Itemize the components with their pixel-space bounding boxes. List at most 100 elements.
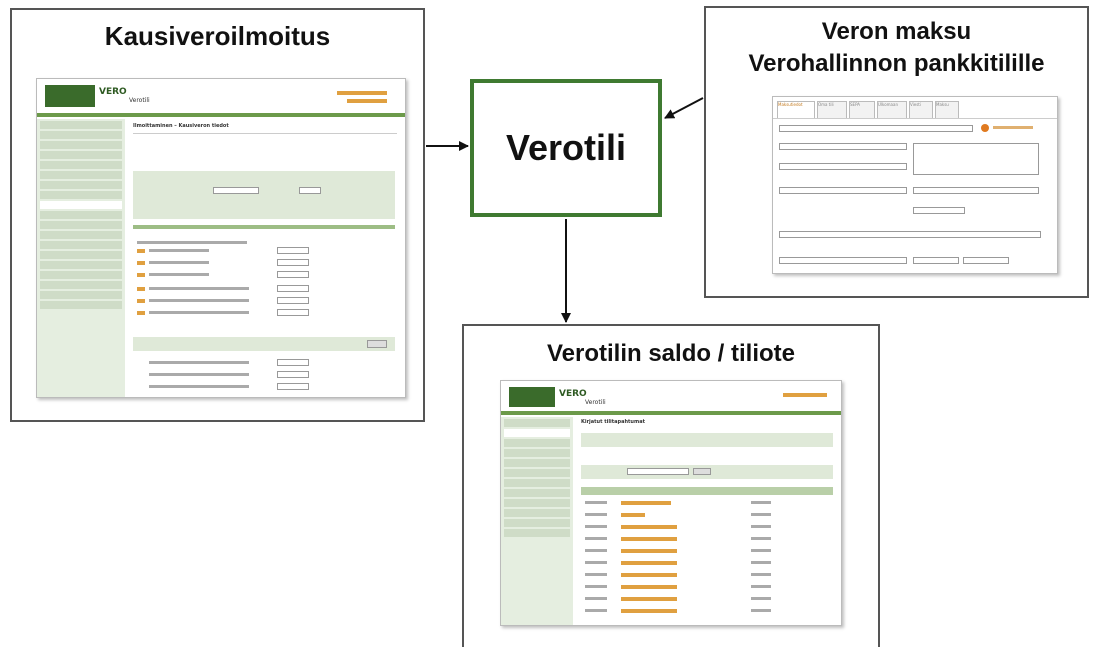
- amount-text: [751, 549, 771, 552]
- app-name: Verotili: [585, 399, 606, 406]
- transaction-link[interactable]: [621, 549, 677, 553]
- code-link: [137, 273, 145, 277]
- panel-kausiveroilmoitus: Kausiveroilmoitus VERO Verotili Ilmoitta…: [10, 8, 425, 422]
- add-link[interactable]: [993, 126, 1033, 129]
- logout-link: [347, 99, 387, 103]
- balance-box: [581, 433, 833, 447]
- calculate-button[interactable]: [367, 340, 387, 348]
- amount-text: [751, 525, 771, 528]
- transaction-link[interactable]: [621, 573, 677, 577]
- period-selector-box: [133, 171, 395, 219]
- date-text: [585, 561, 607, 564]
- amount-text: [751, 537, 771, 540]
- vero-logo-text: VERO: [559, 389, 587, 399]
- recipient-field[interactable]: [779, 143, 907, 150]
- text-line: [149, 373, 249, 376]
- text-line: [149, 249, 209, 252]
- date-text: [585, 501, 607, 504]
- message-area[interactable]: [913, 143, 1039, 175]
- account-field[interactable]: [779, 163, 907, 170]
- account-select[interactable]: [779, 125, 973, 132]
- panel-verotilin-saldo: Verotilin saldo / tiliote VERO Verotili …: [462, 324, 880, 647]
- transaction-link[interactable]: [621, 525, 677, 529]
- tab-sepa[interactable]: SEPA: [849, 101, 875, 119]
- amount-field[interactable]: [779, 257, 907, 264]
- archive-select[interactable]: [779, 231, 1041, 238]
- repeat-field[interactable]: [963, 257, 1009, 264]
- amount-text: [751, 609, 771, 612]
- panel-title-line2: Verohallinnon pankkitilille: [748, 50, 1045, 77]
- add-icon[interactable]: [981, 124, 989, 132]
- amount-field-3[interactable]: [277, 271, 309, 278]
- code-link: [137, 311, 145, 315]
- transaction-link[interactable]: [621, 597, 677, 601]
- tab-ulkomaan[interactable]: Ulkomaan: [877, 101, 907, 119]
- arrow-veron-maksu-to-verotili: [664, 97, 704, 119]
- amount-text: [751, 561, 771, 564]
- date-field[interactable]: [913, 207, 965, 214]
- divider: [133, 133, 397, 134]
- vero-logo: [509, 387, 555, 407]
- panel-title-line1: Veron maksu: [821, 18, 972, 45]
- period-select[interactable]: [627, 468, 689, 475]
- text-line: [149, 287, 249, 290]
- amount-text: [751, 513, 771, 516]
- tab-maksu[interactable]: Maksu: [935, 101, 959, 119]
- amount-field-1[interactable]: [277, 247, 309, 254]
- amount-text: [751, 573, 771, 576]
- year-field[interactable]: [299, 187, 321, 194]
- code-link: [137, 299, 145, 303]
- tab-oma-tili[interactable]: Oma tili: [817, 101, 847, 119]
- transaction-link[interactable]: [621, 561, 677, 565]
- select-field[interactable]: [213, 187, 259, 194]
- amount-text: [751, 501, 771, 504]
- date-text: [585, 597, 607, 600]
- panel-veron-maksu: Veron maksu Verohallinnon pankkitilille …: [704, 6, 1089, 298]
- text-line: [149, 311, 249, 314]
- text-line: [137, 241, 247, 244]
- header-bar: [37, 113, 405, 117]
- header-bar: [501, 411, 841, 415]
- date-text: [585, 549, 607, 552]
- amount-field-9[interactable]: [277, 383, 309, 390]
- transaction-link[interactable]: [621, 537, 677, 541]
- user-link: [783, 393, 827, 397]
- date-text: [585, 585, 607, 588]
- panel-title-kausiveroilmoitus: Kausiveroilmoitus: [104, 21, 331, 51]
- date-text: [585, 513, 607, 516]
- summary-box: [133, 337, 395, 351]
- due-date-field[interactable]: [913, 257, 959, 264]
- text-line: [149, 361, 249, 364]
- transaction-link[interactable]: [621, 585, 677, 589]
- amount-text: [751, 585, 771, 588]
- screenshot-verotilin-saldo: VERO Verotili Kirjatut tilitapahtumat: [500, 380, 842, 626]
- page-heading: Ilmoittaminen – Kausiveron tiedot: [133, 123, 229, 129]
- sidebar: [501, 417, 573, 625]
- amount-field-7[interactable]: [277, 359, 309, 366]
- tab-divider: [773, 118, 1057, 119]
- code-link: [137, 287, 145, 291]
- app-name: Verotili: [129, 97, 150, 104]
- amount-field-8[interactable]: [277, 371, 309, 378]
- vero-logo-text: VERO: [99, 87, 127, 97]
- reference-field[interactable]: [913, 187, 1039, 194]
- transaction-link[interactable]: [621, 501, 671, 505]
- transaction-link[interactable]: [621, 609, 677, 613]
- text-line: [149, 385, 249, 388]
- show-button[interactable]: [693, 468, 711, 475]
- text-line: [149, 273, 209, 276]
- amount-field-4[interactable]: [277, 285, 309, 292]
- text-line: [149, 299, 249, 302]
- amount-field-2[interactable]: [277, 259, 309, 266]
- tab-viesti[interactable]: Viesti: [909, 101, 933, 119]
- section-bar: [133, 225, 395, 229]
- transaction-link[interactable]: [621, 513, 645, 517]
- code-link: [137, 249, 145, 253]
- amount-field-6[interactable]: [277, 309, 309, 316]
- date-text: [585, 609, 607, 612]
- amount-field-5[interactable]: [277, 297, 309, 304]
- tab-maksutiedot[interactable]: Maksutiedot: [777, 101, 815, 119]
- screenshot-kausiveroilmoitus: VERO Verotili Ilmoittaminen – Kausiveron…: [36, 78, 406, 398]
- text-line: [149, 261, 209, 264]
- currency-select[interactable]: [779, 187, 907, 194]
